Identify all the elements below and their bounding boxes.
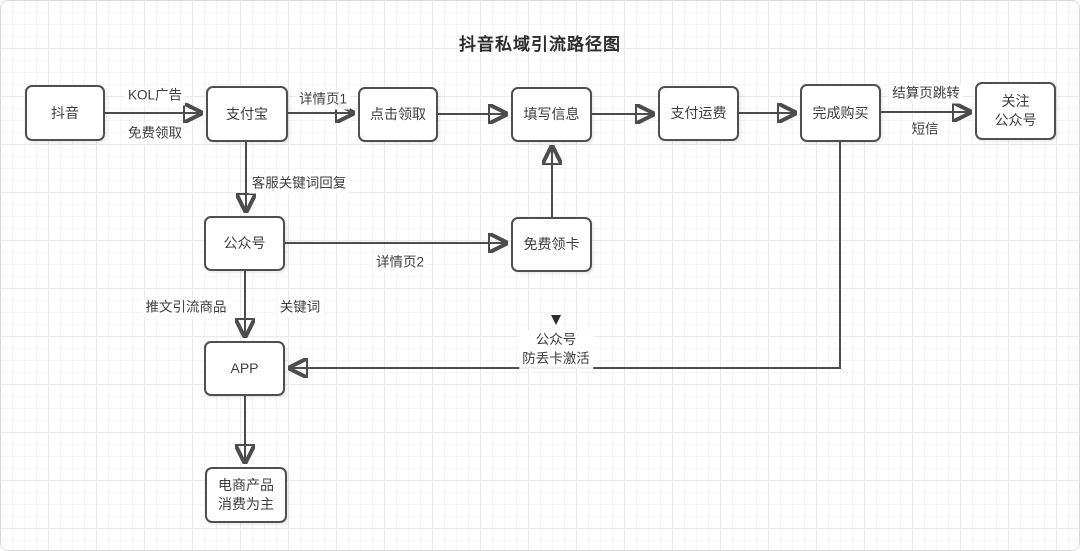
node-pay-shipping-label: 支付运费: [670, 105, 727, 122]
edge-label-keyword: 关键词: [276, 298, 324, 318]
edge-label-activation-note: 公众号 防丢卡激活: [519, 331, 593, 369]
node-free-card: 免费领卡: [511, 217, 592, 272]
edge-label-checkout-redirect: 结算页跳转: [889, 84, 963, 104]
edge-label-tweet-traffic: 推文引流商品: [142, 298, 230, 318]
edge-label-detail-page1: 详情页1: [295, 90, 351, 110]
node-app: APP: [204, 341, 285, 396]
node-click-receive-label: 点击领取: [370, 106, 426, 123]
node-app-label: APP: [230, 360, 259, 377]
node-ecommerce: 电商产品 消费为主: [205, 467, 287, 523]
node-alipay: 支付宝: [206, 86, 288, 142]
diagram-title: 抖音私域引流路径图: [459, 35, 621, 54]
node-douyin: 抖音: [25, 85, 105, 141]
node-follow-official: 关注 公众号: [975, 82, 1056, 140]
node-official-account-label: 公众号: [223, 235, 266, 252]
node-free-card-label: 免费领卡: [523, 236, 580, 253]
edge-label-detail-page2: 详情页2: [372, 253, 428, 273]
node-ecommerce-line1: 电商产品: [218, 477, 274, 494]
node-official-account: 公众号: [204, 216, 285, 271]
node-pay-shipping: 支付运费: [658, 86, 739, 141]
edge-label-kol-ad: KOL广告: [124, 86, 186, 106]
node-complete-purchase-label: 完成购买: [812, 104, 869, 121]
node-click-receive: 点击领取: [358, 87, 438, 142]
edge-label-free-receive: 免费领取: [125, 124, 185, 144]
edge-label-activation-note-line2: 防丢卡激活: [522, 351, 590, 366]
edge-completepurchase-app: [290, 142, 841, 368]
node-complete-purchase: 完成购买: [800, 84, 881, 142]
node-douyin-label: 抖音: [51, 104, 79, 121]
edge-label-cs-keyword-reply: 客服关键词回复: [248, 174, 350, 194]
node-fill-info-label: 填写信息: [523, 106, 580, 123]
node-follow-official-line1: 关注: [1001, 93, 1030, 110]
node-fill-info: 填写信息: [511, 87, 592, 142]
note-pointer-icon: [551, 315, 561, 325]
edge-label-activation-note-line1: 公众号: [535, 332, 577, 348]
node-follow-official-line2: 公众号: [994, 112, 1037, 128]
node-ecommerce-line2: 消费为主: [218, 496, 274, 512]
edge-label-sms: 短信: [908, 120, 942, 140]
node-alipay-label: 支付宝: [226, 105, 268, 122]
